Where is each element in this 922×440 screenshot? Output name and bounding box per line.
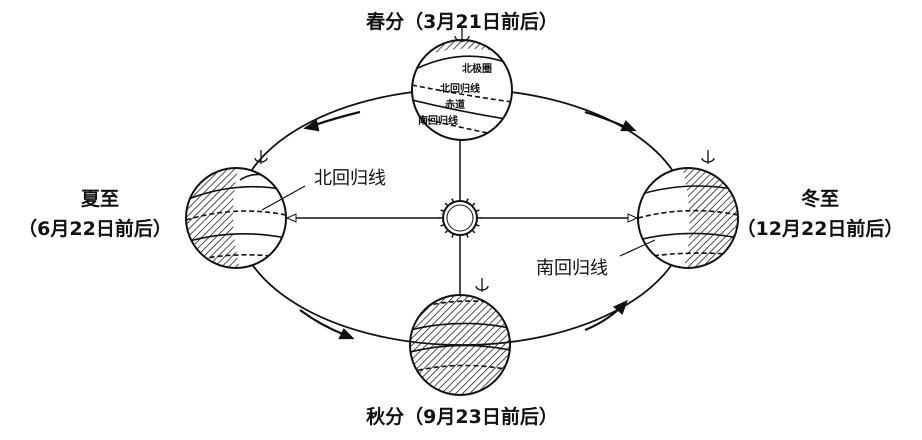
globe-autumn-equinox bbox=[409, 278, 511, 396]
globe-winter-solstice bbox=[637, 150, 739, 269]
sun-ray bbox=[451, 233, 455, 238]
label-tropic-capricorn: 南回归线 bbox=[536, 258, 608, 279]
sun-ray bbox=[465, 198, 469, 203]
pointer-tropic-cancer bbox=[261, 185, 306, 211]
label-spring-equinox: 春分（3月21日前后） bbox=[366, 10, 558, 33]
label-autumn-equinox: 秋分（9月23日前后） bbox=[366, 405, 558, 428]
orbit-direction-arrows bbox=[299, 110, 637, 340]
sun-ray bbox=[471, 229, 476, 234]
rotation-icon bbox=[475, 278, 489, 292]
arrowhead-right bbox=[627, 213, 639, 223]
sun-ray bbox=[444, 229, 449, 234]
globe-spring-equinox: 北极圈 北回归线 赤道 南回归线 bbox=[411, 28, 513, 141]
sun-ray bbox=[444, 202, 449, 207]
arrowhead-left bbox=[285, 213, 297, 223]
rotation-icon bbox=[701, 150, 715, 164]
sun-ray bbox=[451, 198, 455, 203]
rotation-icon bbox=[454, 28, 470, 42]
globe-label-tropic-cancer: 北回归线 bbox=[440, 82, 480, 95]
sun-ray bbox=[471, 202, 476, 207]
globe-summer-solstice bbox=[185, 150, 287, 269]
sun-ray bbox=[475, 209, 480, 213]
globe-label-arctic-circle: 北极圈 bbox=[462, 62, 492, 75]
sun-icon bbox=[439, 197, 481, 239]
sun-connector-lines bbox=[286, 140, 638, 295]
sun-ray bbox=[475, 223, 480, 227]
label-tropic-cancer: 北回归线 bbox=[314, 168, 386, 189]
rotation-icon bbox=[254, 150, 268, 164]
label-winter-date: （12月22日前后） bbox=[737, 217, 904, 240]
sun-ray bbox=[465, 233, 469, 238]
globe-label-tropic-capricorn: 南回归线 bbox=[418, 114, 458, 127]
sun-ray bbox=[440, 209, 445, 213]
pointer-tropic-capricorn bbox=[619, 239, 656, 257]
label-summer-date: （6月22日前后） bbox=[18, 217, 172, 240]
label-summer-solstice: 夏至 bbox=[81, 188, 119, 210]
sun-ray bbox=[440, 223, 445, 227]
label-winter-solstice: 冬至 bbox=[801, 187, 839, 210]
globe-label-equator: 赤道 bbox=[445, 98, 465, 111]
